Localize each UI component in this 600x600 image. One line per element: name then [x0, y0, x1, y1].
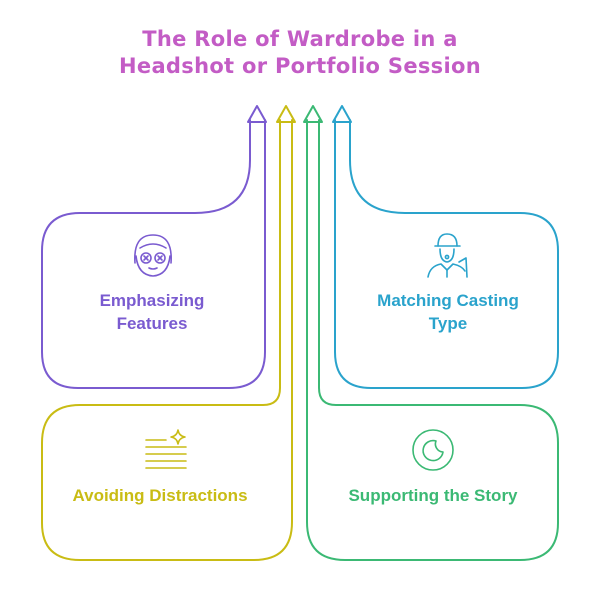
label-emphasizing-features: Emphasizing Features: [52, 289, 252, 335]
text-lines-sparkle-icon: [145, 429, 187, 469]
label-avoiding-line-1: Avoiding Distractions: [72, 486, 248, 505]
connector-emphasizing: [41, 105, 267, 389]
connector-matching: [332, 105, 559, 389]
connector-avoiding: [41, 105, 296, 561]
diagram-title: The Role of Wardrobe in a Headshot or Po…: [0, 26, 600, 80]
face-mask-icon: [134, 234, 172, 277]
label-supporting-the-story: Supporting the Story: [333, 484, 533, 507]
label-emphasizing-line-2: Features: [116, 314, 188, 333]
label-matching-casting-type: Matching Casting Type: [348, 289, 548, 335]
crescent-moon-icon: [412, 429, 454, 471]
label-avoiding-distractions: Avoiding Distractions: [60, 484, 260, 507]
label-matching-line-1: Matching Casting: [377, 291, 519, 310]
title-line-1: The Role of Wardrobe in a: [142, 27, 458, 51]
label-matching-line-2: Type: [428, 314, 468, 333]
detective-icon: [427, 233, 468, 278]
label-supporting-line-1: Supporting the Story: [348, 486, 518, 505]
title-line-2: Headshot or Portfolio Session: [119, 54, 481, 78]
connector-supporting: [303, 105, 559, 561]
label-emphasizing-line-1: Emphasizing: [99, 291, 205, 310]
